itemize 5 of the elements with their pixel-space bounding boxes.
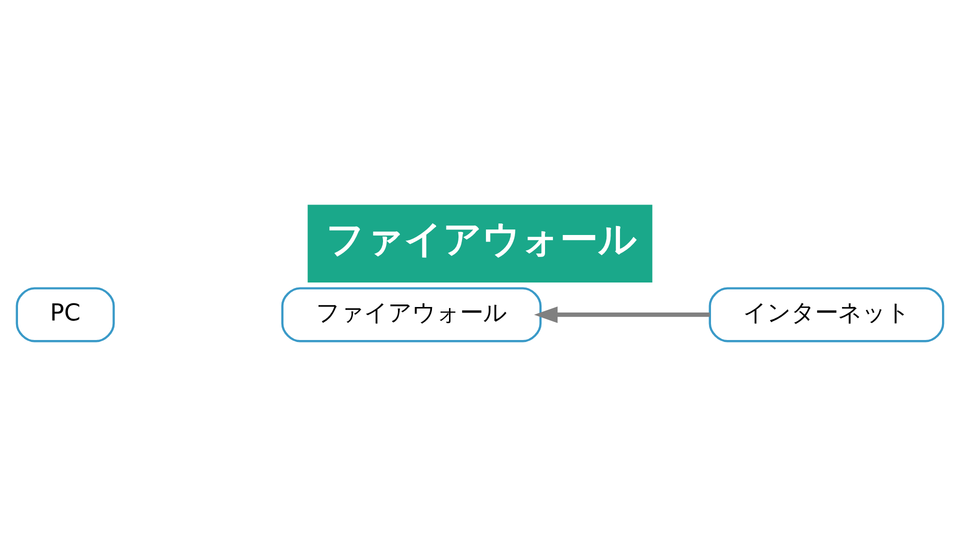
- arrow: [534, 306, 710, 323]
- diagram-title: ファイアウォール: [326, 217, 637, 262]
- node-box: ファイアウォール: [281, 287, 542, 342]
- node-box: インターネット: [708, 287, 944, 342]
- node-box: PC: [16, 287, 115, 342]
